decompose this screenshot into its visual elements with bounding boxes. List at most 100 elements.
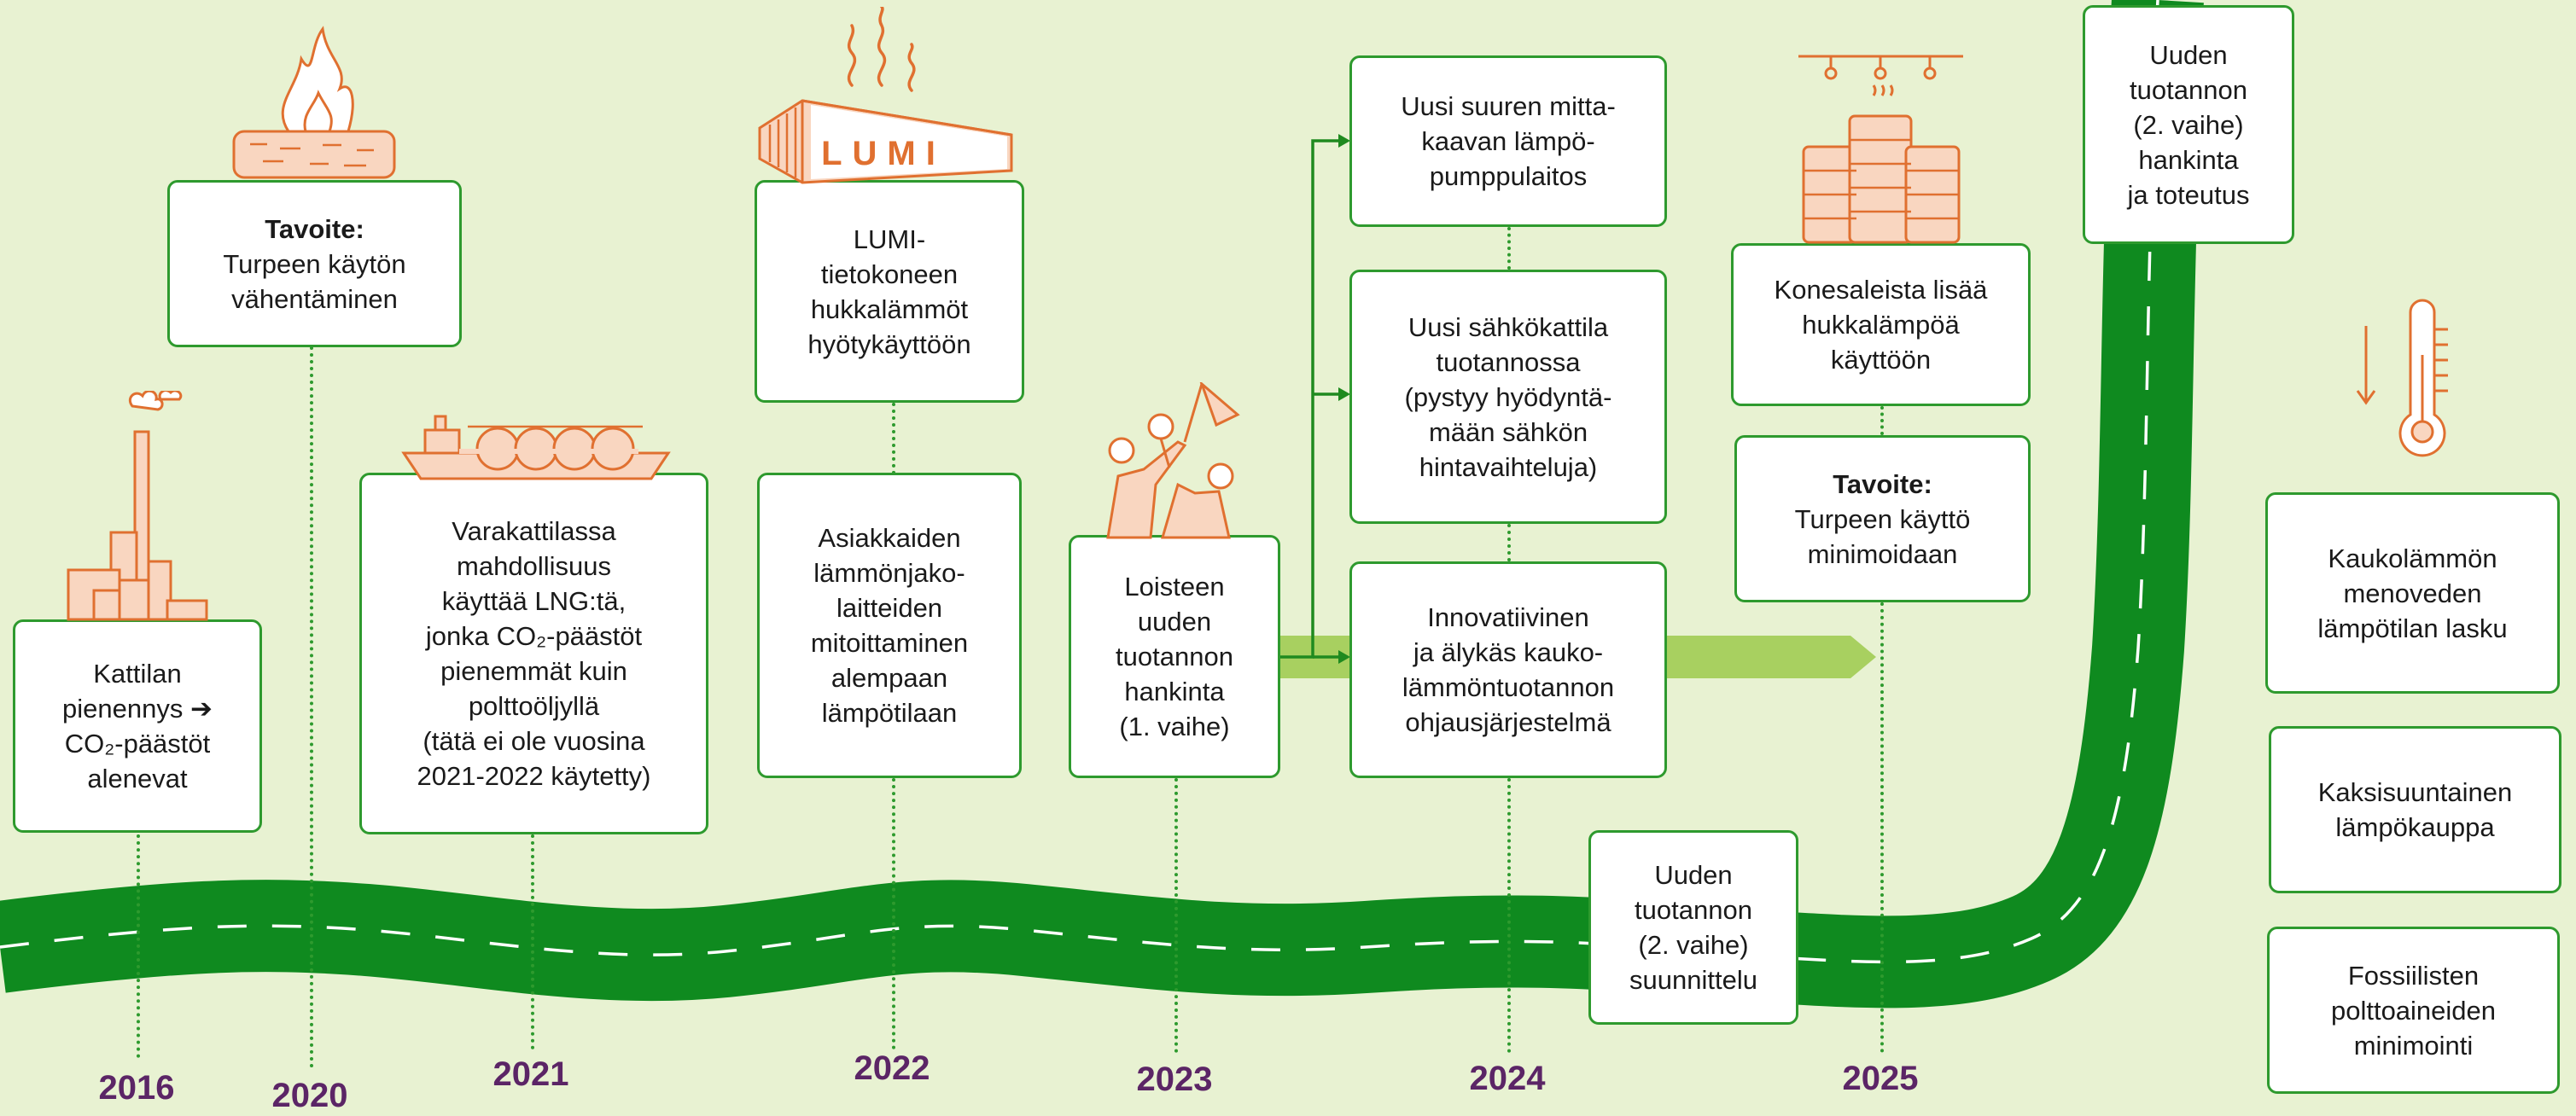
box-line: (tätä ei ole vuosina	[423, 726, 645, 756]
box-line: Turpeen käytön	[223, 248, 406, 279]
box-line: mahdollisuus	[457, 551, 611, 581]
box-line: mään sähkön	[1428, 416, 1588, 447]
box-line: menoveden	[2343, 578, 2482, 608]
datacenter-server-racks-icon	[1798, 55, 1963, 244]
box-line: LUMI-	[853, 224, 926, 254]
box-line: Fossiilisten	[2347, 960, 2480, 991]
box-line: 2021-2022 käytetty)	[417, 761, 651, 791]
milestone-asiakkaiden-laitteet: Asiakkaiden lämmönjako-laitteiden mitoitta…	[757, 473, 1022, 778]
box-line: tuotannossa	[1436, 346, 1581, 377]
year-2023: 2023	[1136, 1061, 1213, 1098]
connector-2024c	[1507, 778, 1511, 1053]
box-line: jonka CO₂-päästöt	[425, 621, 643, 651]
box-line: lämmönjako-	[813, 558, 965, 588]
connector-2020	[310, 346, 313, 1068]
future-menoveden-lasku: Kaukolämmön menoveden lämpötilan lasku	[2265, 492, 2560, 694]
box-line: polttoaineiden	[2330, 995, 2497, 1026]
box-heading: Tavoite:	[265, 213, 364, 244]
future-lampokauppa: Kaksisuuntainen lämpökauppa	[2269, 726, 2561, 893]
milestone-lampopumppulaitos: Uusi suuren mitta-kaavan lämpö-pumppulai…	[1349, 55, 1667, 227]
lng-tanker-ship-icon	[401, 415, 671, 480]
connector-2025a	[1880, 406, 1884, 435]
box-line: käyttää LNG:tä,	[441, 586, 627, 616]
box-line: pienemmät kuin	[440, 656, 627, 686]
box-line: laitteiden	[836, 593, 943, 623]
box-line: Konesaleista lisää	[1774, 275, 1988, 305]
box-line: kaavan lämpö-	[1421, 126, 1595, 156]
box-line: (2. vaihe)	[2133, 109, 2244, 140]
box-line: Loisteen	[1124, 572, 1225, 602]
box-line: lämpötilan lasku	[2317, 613, 2508, 643]
connector-2022b	[892, 778, 895, 1049]
box-line: CO₂-päästöt	[64, 729, 211, 759]
box-line: lämmöntuotannon	[1402, 672, 1615, 702]
box-line: pienennys ➔	[62, 694, 213, 724]
connector-2016	[137, 834, 140, 1058]
milestone-ohjausjarjestelma: Innovatiivinen ja älykäs kauko-lämmöntuot…	[1349, 561, 1667, 778]
year-2016: 2016	[98, 1069, 175, 1107]
milestone-kattilan-pienennys: Kattilan pienennys ➔ CO₂-päästöt alenevat	[13, 619, 262, 833]
burning-peat-icon	[232, 26, 396, 179]
box-line: käyttöön	[1830, 345, 1932, 375]
future-fossiilisten-minimointi: Fossiilisten polttoaineiden minimointi	[2267, 927, 2560, 1094]
milestone-tavoite-2020: Tavoite: Turpeen käytön vähentäminen	[167, 180, 462, 347]
box-line: Uuden	[1654, 860, 1733, 890]
box-line: Uusi suuren mitta-	[1401, 91, 1616, 121]
box-line: Varakattilassa	[452, 516, 616, 546]
box-line: hankinta	[1124, 677, 1225, 706]
road-marking	[0, 0, 2159, 964]
box-line: hankinta	[2138, 144, 2239, 175]
box-line: vähentäminen	[231, 283, 398, 314]
box-line: hukkalämmöt	[810, 294, 969, 324]
milestone-lng-varakattila: Varakattilassa mahdollisuus käyttää LNG:tä…	[359, 473, 708, 834]
box-line: alempaan	[830, 663, 948, 693]
box-line: ohjausjärjestelmä	[1405, 707, 1611, 737]
box-line: Uuden	[2149, 39, 2228, 70]
year-2024: 2024	[1469, 1060, 1546, 1097]
connector-2022a	[892, 403, 895, 474]
branch-arrowheads	[1338, 134, 1350, 664]
year-2020: 2020	[271, 1077, 348, 1114]
connector-2024a	[1507, 227, 1511, 270]
connector-2023	[1174, 778, 1178, 1053]
box-line: Kaksisuuntainen	[2317, 777, 2513, 807]
box-line: mitoittaminen	[810, 628, 969, 658]
thermometer-falling-icon	[2356, 299, 2448, 457]
branch-connector	[1276, 139, 1344, 659]
box-line: Innovatiivinen	[1427, 602, 1589, 632]
box-line: Turpeen käyttö	[1794, 503, 1971, 534]
box-line: minimoidaan	[1807, 538, 1958, 569]
year-2021: 2021	[492, 1055, 569, 1093]
box-line: hyötykäyttöön	[807, 328, 971, 359]
lumi-logo-text: LUMI	[821, 135, 946, 172]
milestone-sahkokattila: Uusi sähkökattila tuotannossa (pystyy hyöd…	[1349, 270, 1667, 524]
box-line: pumppulaitos	[1429, 161, 1588, 191]
box-line: alenevat	[87, 764, 188, 793]
box-line: Kaukolämmön	[2328, 543, 2497, 573]
box-line: tuotannon	[2130, 74, 2247, 105]
box-line: polttoöljyllä	[468, 691, 600, 721]
box-line: (pystyy hyödyntä-	[1404, 381, 1612, 412]
box-line: suunnittelu	[1629, 965, 1757, 995]
box-line: Uusi sähkökattila	[1407, 311, 1609, 342]
box-line: (2. vaihe)	[1638, 930, 1749, 960]
box-line: Asiakkaiden	[818, 523, 961, 553]
box-line: lämpökauppa	[2335, 812, 2495, 842]
connector-2025b	[1880, 602, 1884, 1053]
connector-2021	[531, 834, 534, 1049]
box-line: minimointi	[2353, 1030, 2474, 1061]
year-2025: 2025	[1842, 1060, 1919, 1097]
connector-2024b	[1507, 524, 1511, 561]
box-line: Kattilan	[93, 659, 182, 689]
celebrating-people-flag-icon	[1106, 382, 1240, 539]
box-line: hukkalämpöä	[1802, 310, 1960, 340]
box-line: ja älykäs kauko-	[1413, 637, 1604, 667]
factory-chimney-icon	[67, 391, 208, 621]
box-line: uuden	[1137, 607, 1212, 636]
